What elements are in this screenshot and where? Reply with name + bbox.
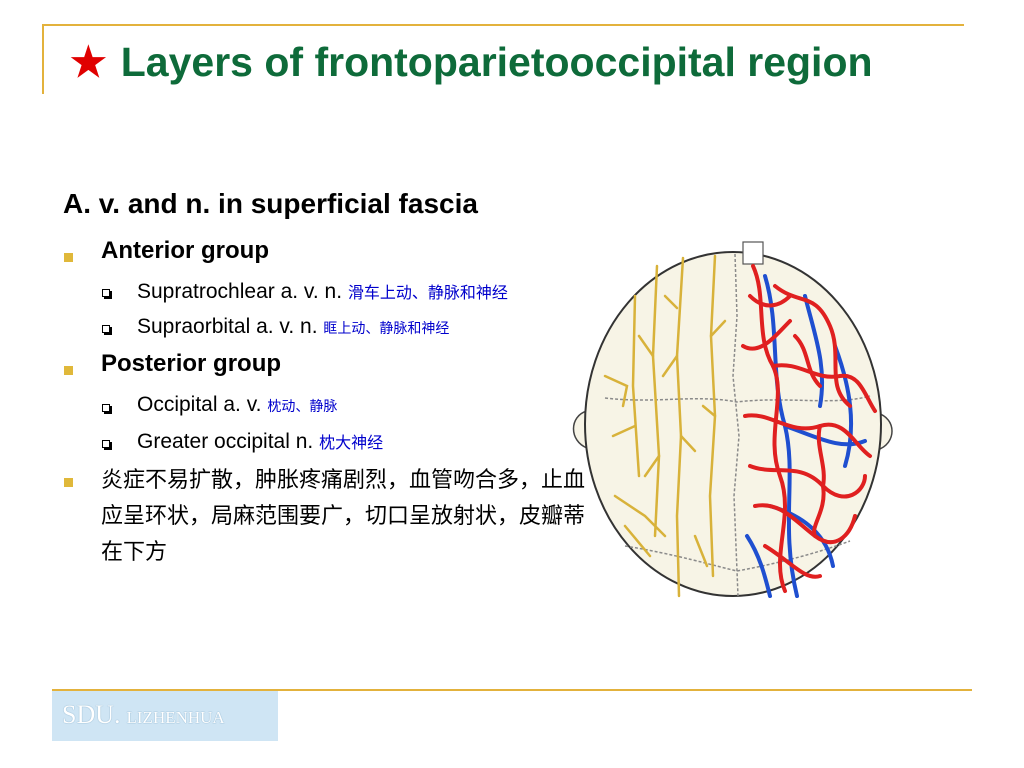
list-item-supratrochlear: Supratrochlear a. v. n. 滑车上动、静脉和神经 [137,279,508,304]
checkbox-bullet-icon [102,440,110,448]
bone-flap [742,241,764,265]
list-item-greater-occipital: Greater occipital n. 枕大神经 [137,429,383,454]
item-cn: 眶上动、静脉和神经 [323,321,450,337]
checkbox-bullet-icon [102,289,110,297]
item-en: Greater occipital n. [137,430,314,453]
left-ear [572,410,588,449]
arteries [741,264,877,593]
footer-author: LIZHENHUA [126,708,225,727]
posterior-group-label: Posterior group [101,350,282,377]
slide-title: ★ Layers of frontoparietooccipital region [70,38,873,86]
bullet-square-icon [64,366,73,375]
footer-credit: SDU. LIZHENHUA [62,700,225,730]
bullet-square-icon [64,478,73,487]
bullet-square-icon [64,253,73,262]
checkbox-bullet-icon [102,325,110,333]
item-cn: 滑车上动、静脉和神经 [347,283,508,302]
sagittal-suture [732,253,740,597]
footer-logo-box [52,691,278,741]
item-en: Supratrochlear a. v. n. [137,280,343,303]
section-heading: A. v. and n. in superficial fascia [63,188,478,219]
item-cn: 枕大神经 [319,433,384,452]
item-cn: 枕动、静脉 [267,399,338,415]
nerves [603,254,727,598]
checkbox-bullet-icon [102,404,110,412]
item-en: Supraorbital a. v. n. [137,315,318,338]
anterior-group-label: Anterior group [101,237,269,264]
title-frame [42,24,964,94]
title-text: Layers of frontoparietooccipital region [120,39,873,85]
footer-org: SDU. [62,700,121,729]
item-en: Occipital a. v. [137,393,262,416]
list-item-occipital: Occipital a. v. 枕动、静脉 [137,393,337,417]
coronal-suture [604,395,871,403]
lambdoid-suture [624,540,851,572]
footer-divider [52,689,972,691]
list-item-supraorbital: Supraorbital a. v. n. 眶上动、静脉和神经 [137,315,449,339]
skull-outline [584,251,882,597]
clinical-note: 炎症不易扩散，肿胀疼痛剧烈，血管吻合多，止血应呈环状，局麻范围要广，切口呈放射状… [101,468,586,565]
scalp-vessels-illustration [572,241,893,598]
star-icon: ★ [70,39,107,85]
